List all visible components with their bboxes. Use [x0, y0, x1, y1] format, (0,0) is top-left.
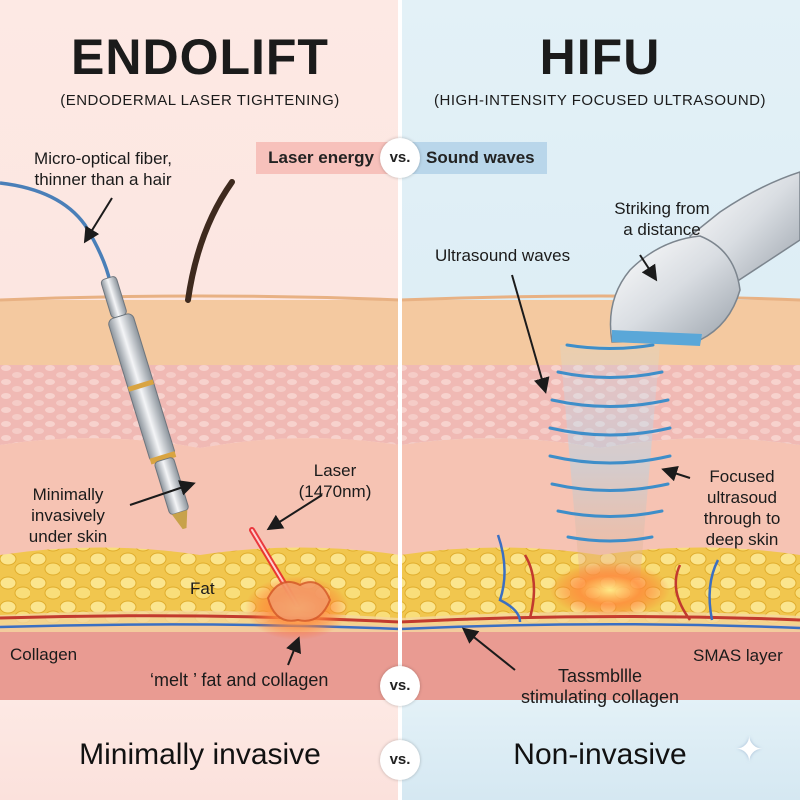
bottom-left-label: Minimally invasive: [79, 738, 321, 771]
ultrasound-waves: [548, 343, 672, 543]
hair-icon: [185, 179, 235, 303]
fiber-cable: [0, 181, 112, 283]
handpiece-icon: [609, 171, 800, 346]
label-melt: ‘melt ’ fat and collagen: [150, 670, 329, 690]
left-subtitle: (ENDODERMAL LASER TIGHTENING): [60, 92, 340, 109]
laser-energy-pill: Laser energy: [256, 142, 400, 174]
blood-vessels: [496, 534, 720, 623]
laser-fiber-icon: [100, 276, 189, 530]
label-laser: Laser(1470nm): [298, 461, 372, 501]
right-subtitle: (HIGH-INTENSITY FOCUSED ULTRASOUND): [434, 92, 766, 109]
label-smas: SMAS layer: [693, 646, 783, 665]
sparkle-icon: ✦: [735, 731, 764, 769]
callout-arrows: [83, 197, 691, 671]
hifu-focus-spot: [550, 562, 670, 618]
right-title: HIFU: [539, 29, 661, 85]
vs-badge-bottom: vs.: [380, 740, 420, 780]
vs-badge-top: vs.: [380, 138, 420, 178]
bottom-right-label: Non-invasive: [513, 738, 687, 771]
label-collagen: Collagen: [10, 645, 78, 664]
sound-waves-pill: Sound waves: [400, 142, 547, 174]
vs-badge-middle: vs.: [380, 666, 420, 706]
label-micro-fiber: Micro-optical fiber,thinner than a hair: [34, 149, 172, 189]
label-fat: Fat: [190, 579, 215, 598]
label-ultrasound-waves: Ultrasound waves: [435, 246, 571, 265]
left-title: ENDOLIFT: [71, 29, 329, 85]
